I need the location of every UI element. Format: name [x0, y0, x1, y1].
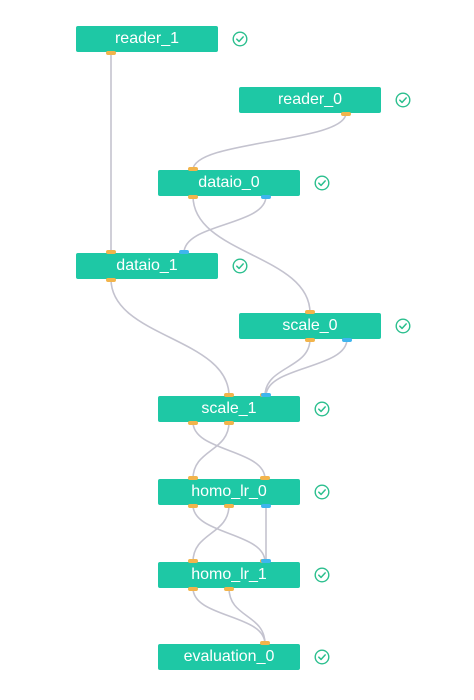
- edge: [192, 421, 230, 480]
- success-check-icon: [395, 318, 411, 334]
- data-port[interactable]: [224, 504, 234, 508]
- success-check-icon: [314, 175, 330, 191]
- node-evaluation_0[interactable]: evaluation_0: [158, 644, 300, 670]
- node-dataio_0[interactable]: dataio_0: [158, 170, 300, 196]
- node-label: dataio_0: [198, 174, 260, 191]
- data-port[interactable]: [188, 559, 198, 563]
- node-label: reader_0: [277, 91, 343, 108]
- data-port[interactable]: [224, 421, 234, 425]
- model-port[interactable]: [261, 559, 271, 563]
- data-port[interactable]: [260, 641, 270, 645]
- data-port[interactable]: [188, 167, 198, 171]
- data-port[interactable]: [188, 476, 198, 480]
- node-scale_1[interactable]: scale_1: [158, 396, 300, 422]
- data-port[interactable]: [106, 250, 116, 254]
- data-port[interactable]: [224, 587, 234, 591]
- data-port[interactable]: [106, 51, 116, 55]
- edge: [192, 195, 311, 314]
- node-label: evaluation_0: [183, 648, 275, 665]
- data-port[interactable]: [188, 504, 198, 508]
- edge: [265, 338, 348, 397]
- data-port[interactable]: [188, 195, 198, 199]
- node-label: dataio_1: [116, 257, 178, 274]
- data-port[interactable]: [341, 112, 351, 116]
- node-reader_0[interactable]: reader_0: [239, 87, 381, 113]
- success-check-icon: [314, 649, 330, 665]
- node-label: scale_1: [201, 400, 257, 417]
- edge: [110, 278, 230, 397]
- node-homo_lr_1[interactable]: homo_lr_1: [158, 562, 300, 588]
- node-label: homo_lr_1: [191, 566, 267, 583]
- data-port[interactable]: [224, 393, 234, 397]
- model-port[interactable]: [342, 338, 352, 342]
- edge: [183, 195, 267, 254]
- edge: [192, 421, 266, 480]
- model-port[interactable]: [179, 250, 189, 254]
- data-port[interactable]: [305, 338, 315, 342]
- success-check-icon: [232, 258, 248, 274]
- success-check-icon: [314, 567, 330, 583]
- node-label: homo_lr_0: [191, 483, 267, 500]
- edge: [264, 338, 311, 397]
- edge: [192, 587, 266, 645]
- node-homo_lr_0[interactable]: homo_lr_0: [158, 479, 300, 505]
- data-port[interactable]: [188, 421, 198, 425]
- data-port[interactable]: [106, 278, 116, 282]
- edge: [228, 587, 266, 645]
- success-check-icon: [314, 484, 330, 500]
- edge: [192, 504, 266, 563]
- node-label: reader_1: [114, 30, 180, 47]
- model-port[interactable]: [261, 393, 271, 397]
- data-port[interactable]: [260, 476, 270, 480]
- node-scale_0[interactable]: scale_0: [239, 313, 381, 339]
- success-check-icon: [314, 401, 330, 417]
- success-check-icon: [395, 92, 411, 108]
- success-check-icon: [232, 31, 248, 47]
- node-label: scale_0: [282, 317, 338, 334]
- edge: [192, 504, 230, 563]
- data-port[interactable]: [305, 310, 315, 314]
- data-port[interactable]: [188, 587, 198, 591]
- model-port[interactable]: [261, 504, 271, 508]
- edge: [192, 112, 347, 171]
- model-port[interactable]: [261, 195, 271, 199]
- node-dataio_1[interactable]: dataio_1: [76, 253, 218, 279]
- node-reader_1[interactable]: reader_1: [76, 26, 218, 52]
